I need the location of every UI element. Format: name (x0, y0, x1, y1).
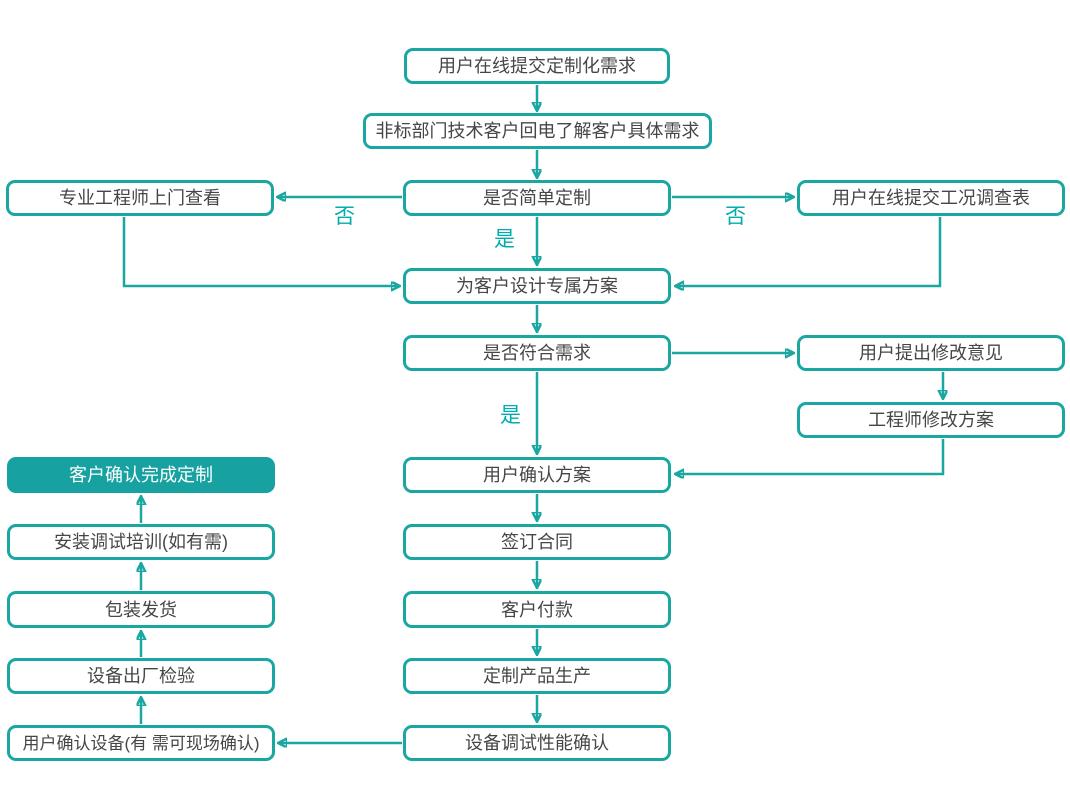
flow-node-user-revision-feedback: 用户提出修改意见 (797, 335, 1065, 371)
edge-label-no-right: 否 (725, 205, 746, 228)
flow-node-online-submit-request: 用户在线提交定制化需求 (404, 48, 670, 84)
flow-node-design-exclusive-plan: 为客户设计专属方案 (403, 268, 671, 304)
flow-node-equipment-debug-confirm: 设备调试性能确认 (403, 725, 671, 761)
connector-survey-to-design (676, 217, 942, 286)
flow-node-customer-payment: 客户付款 (403, 591, 671, 628)
flow-node-factory-inspection: 设备出厂检验 (7, 658, 275, 694)
flow-node-engineer-site-visit: 专业工程师上门查看 (6, 180, 274, 216)
flow-node-user-confirm-equipment: 用户确认设备(有 需可现场确认) (7, 725, 275, 761)
flow-node-install-training: 安装调试培训(如有需) (7, 524, 275, 560)
edge-label-no-left: 否 (334, 205, 355, 228)
flow-node-custom-production: 定制产品生产 (403, 658, 671, 694)
connector-sitevisit-to-design (122, 217, 399, 286)
flow-node-engineer-revise-plan: 工程师修改方案 (797, 402, 1065, 438)
flow-node-packaging-shipping: 包装发货 (7, 591, 275, 628)
flow-node-simple-customization-decision: 是否简单定制 (403, 180, 671, 216)
flow-node-condition-survey-form: 用户在线提交工况调查表 (797, 180, 1065, 216)
flow-node-tech-callback: 非标部门技术客户回电了解客户具体需求 (363, 113, 712, 149)
connector-revise-to-confirmplan (676, 439, 945, 474)
flow-node-customization-complete: 客户确认完成定制 (7, 457, 275, 493)
flow-node-user-confirm-plan: 用户确认方案 (403, 457, 671, 493)
flow-node-sign-contract: 签订合同 (403, 524, 671, 560)
edge-label-yes-bottom: 是 (500, 404, 521, 427)
edge-label-yes-top: 是 (494, 228, 515, 251)
flow-node-meets-requirements-decision: 是否符合需求 (403, 335, 671, 371)
